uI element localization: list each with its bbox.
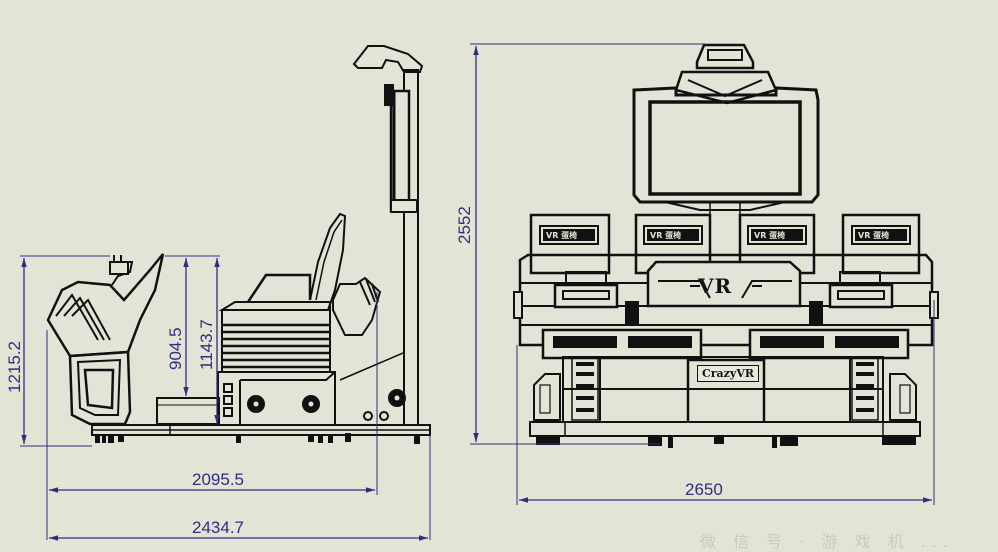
dim-side-seat-back-height: 1143.7 xyxy=(197,319,216,370)
vr-logo: VR xyxy=(698,274,733,298)
side-seat xyxy=(218,212,382,336)
side-front-pod xyxy=(46,253,165,426)
front-lower-cabinet xyxy=(529,356,921,448)
side-motion-base xyxy=(217,371,336,426)
dim-front-overall-width: 2650 xyxy=(685,480,723,499)
front-monitor xyxy=(632,86,820,263)
front-body xyxy=(513,253,939,347)
side-feet xyxy=(95,433,420,444)
side-base-platform xyxy=(91,424,431,444)
watermark: 微 信 号 · 游 戏 机 ... xyxy=(700,532,954,551)
dim-side-seat-height: 904.5 xyxy=(166,327,185,370)
side-foot-box xyxy=(156,397,220,425)
side-dimensions xyxy=(20,255,431,541)
crazyvr-nameplate: CrazyVR xyxy=(697,365,759,382)
front-feet xyxy=(536,436,916,448)
dim-front-overall-height: 2552 xyxy=(455,206,474,244)
dim-side-inner-length: 2095.5 xyxy=(192,470,244,489)
seat-badge-2: VR 蛋椅 xyxy=(650,231,682,240)
dim-side-overall-height: 1215.2 xyxy=(5,341,24,393)
front-seat-1 xyxy=(529,213,611,275)
seat-badge-1: VR 蛋椅 xyxy=(546,231,578,240)
seat-badge-3: VR 蛋椅 xyxy=(754,231,786,240)
side-bellows xyxy=(221,309,331,373)
front-view xyxy=(513,43,939,448)
side-display-tower xyxy=(339,45,424,426)
front-dimensions xyxy=(470,43,935,505)
seat-badge-4: VR 蛋椅 xyxy=(858,231,890,240)
dim-side-overall-length: 2434.7 xyxy=(192,518,244,537)
side-view xyxy=(46,45,431,444)
front-seat-4 xyxy=(841,213,921,275)
